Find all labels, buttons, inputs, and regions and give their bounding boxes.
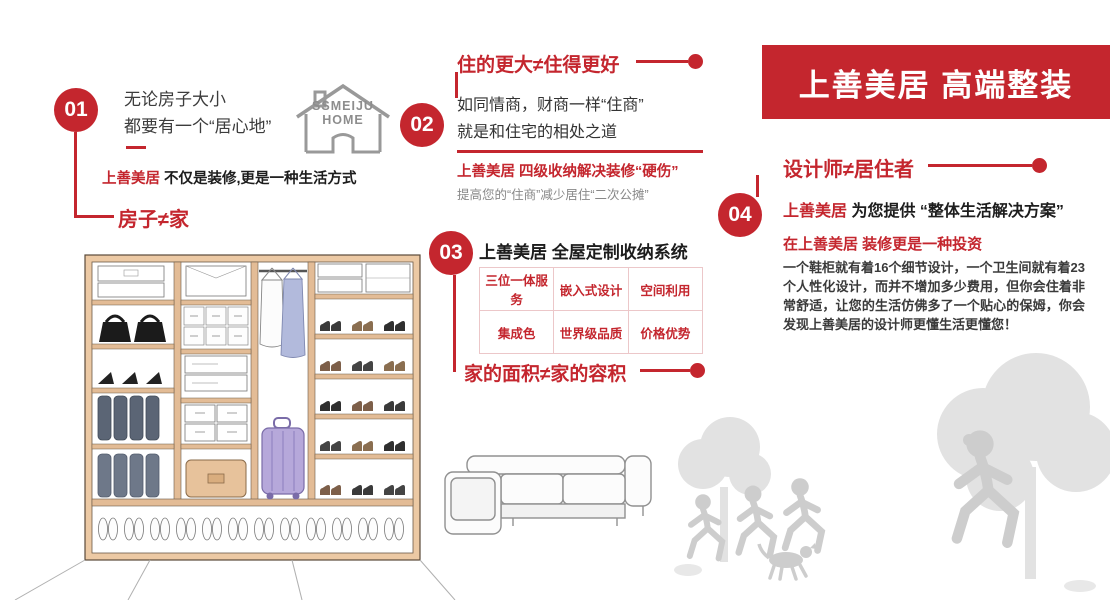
number-badge-04: 04: [718, 193, 762, 237]
header-line-02: [636, 60, 688, 63]
header-line-04: [928, 164, 1032, 167]
end-dot-02: [688, 54, 703, 69]
section1-text: 无论房子大小 都要有一个“居心地”: [124, 86, 271, 140]
grid-cell: 三位一体服务: [480, 268, 554, 310]
grid-cell: 空间利用: [628, 268, 702, 310]
section3-label: 家的面积≠家的容积: [464, 364, 627, 385]
connector-line-02: [455, 72, 458, 98]
banner-title: 上善美居 高端整装: [798, 67, 1074, 103]
section4-lead: 上善美居 为您提供 “整体生活解决方案”: [783, 197, 1064, 221]
number-badge-03: 03: [429, 231, 473, 275]
connector-line-03: [453, 275, 456, 372]
slogan-brand: 上善美居: [102, 171, 160, 187]
suitcase-icon: [261, 417, 305, 500]
section1-line2: 都要有一个“居心地”: [124, 117, 272, 136]
large-tree-silhouette: [937, 353, 1110, 579]
section2-header: 住的更大≠住得更好: [457, 55, 620, 76]
runner-woman-silhouette: [957, 430, 1014, 542]
house-logo-line1: SSMEIJU: [312, 99, 374, 113]
section2-line2: 就是和住宅的相处之道: [457, 124, 618, 141]
connector-line-01b: [74, 215, 114, 218]
number-badge-02: 02: [400, 103, 444, 147]
section2-gray-note: 提高您的“住商”减少居住“二次公摊”: [457, 188, 649, 202]
bush-silhouette: [1064, 580, 1096, 592]
section2-red-note: 上善美居 四级收纳解决装修“硬伤”: [457, 164, 679, 180]
section1-label: 房子≠家: [118, 209, 189, 231]
grid-cell: 世界级品质: [554, 311, 628, 353]
section4-paragraph: 一个鞋柜就有着16个细节设计，一个卫生间就有着23个人性化设计，而并不增加多少费…: [783, 260, 1085, 332]
dog-silhouette: [757, 543, 816, 581]
lead-mid: 为您提供: [851, 203, 920, 220]
small-tree-silhouette: [678, 417, 771, 562]
section4-red-note: 在上善美居 装修更是一种投资: [783, 236, 983, 253]
grid-cell: 嵌入式设计: [554, 268, 628, 310]
slogan-rest: 不仅是装修,更是一种生活方式: [164, 171, 357, 187]
wardrobe-illustration: [14, 254, 456, 600]
sofa-illustration: [444, 455, 652, 535]
section3-title: 上善美居 全屋定制收纳系统: [479, 243, 688, 262]
children-silhouette: [690, 478, 822, 558]
grid-cell: 价格优势: [628, 311, 702, 353]
silhouette-scene: [674, 353, 1110, 592]
section1-line1: 无论房子大小: [124, 90, 226, 109]
divider-line-02: [457, 150, 703, 153]
house-icon: SSMEIJU HOME: [296, 83, 390, 154]
house-logo-line2: HOME: [322, 113, 364, 127]
lead-brand: 上善美居: [783, 203, 848, 220]
grid-cell: 集成色: [480, 311, 554, 353]
section2-line1: 如同情商，财商一样“住商”: [457, 97, 644, 114]
end-dot-03: [690, 363, 705, 378]
connector-line-01: [74, 132, 77, 217]
connector-line-04: [756, 175, 759, 197]
end-dot-04: [1032, 158, 1047, 173]
section1-slogan: 上善美居 不仅是装修,更是一种生活方式: [102, 167, 357, 188]
hanging-clothes: [259, 267, 307, 358]
red-dash: [126, 146, 146, 149]
bush-silhouette: [674, 564, 702, 576]
feature-grid: 三位一体服务 嵌入式设计 空间利用 集成色 世界级品质 价格优势: [479, 267, 703, 354]
lead-quote: “整体生活解决方案”: [919, 203, 1064, 220]
label-line-03: [640, 369, 690, 372]
number-badge-01: 01: [54, 88, 98, 132]
section2-body: 如同情商，财商一样“住商” 就是和住宅的相处之道: [457, 92, 644, 146]
section4-header: 设计师≠居住者: [783, 159, 914, 181]
brand-banner: 上善美居 高端整装: [762, 45, 1110, 119]
